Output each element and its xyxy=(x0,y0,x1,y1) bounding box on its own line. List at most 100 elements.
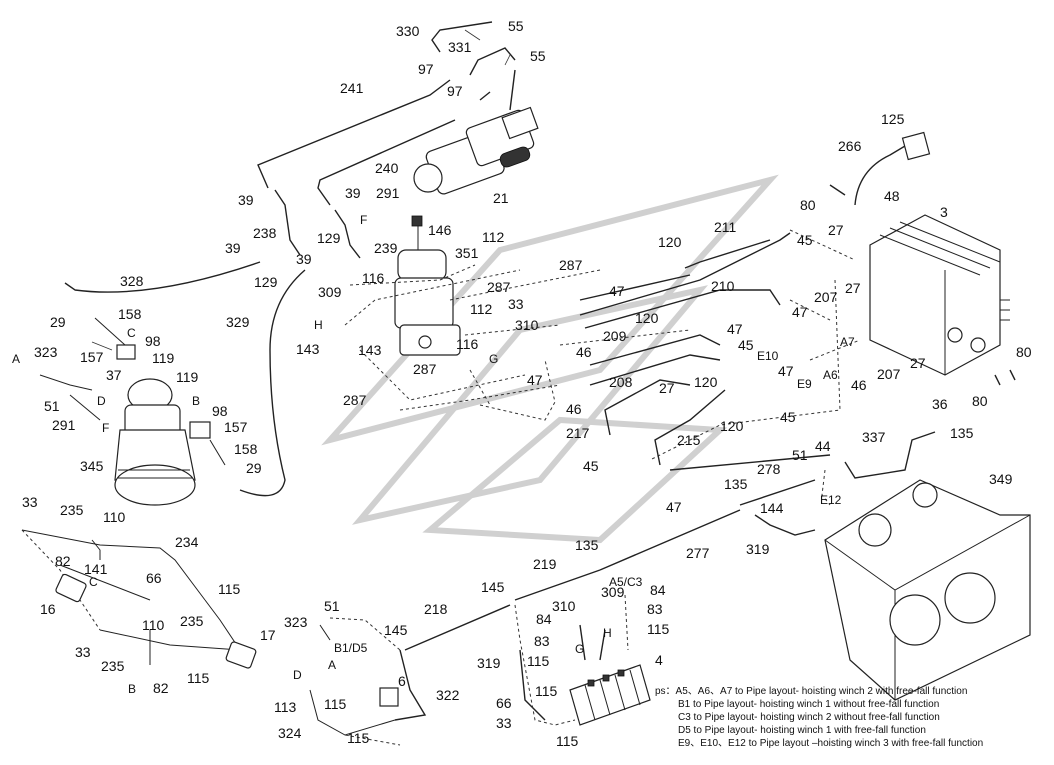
callout-125: 125 xyxy=(881,111,905,127)
callout-287: 287 xyxy=(343,392,367,408)
pipe-215 xyxy=(654,389,726,466)
port-G: G xyxy=(575,642,584,656)
callout-215: 215 xyxy=(677,432,701,448)
callout-120: 120 xyxy=(720,418,744,434)
port-B: B xyxy=(128,682,136,696)
port-H: H xyxy=(603,626,612,640)
callout-351: 351 xyxy=(455,245,479,261)
callout-33: 33 xyxy=(496,715,512,731)
callout-116: 116 xyxy=(362,270,385,286)
callout-323: 323 xyxy=(284,614,308,630)
control-valve-block-3 xyxy=(869,214,1010,376)
slewing-gearbox-345 xyxy=(114,378,196,506)
port-A: A xyxy=(328,658,336,672)
callout-66: 66 xyxy=(496,695,512,711)
callout-120: 120 xyxy=(694,374,718,390)
pipe-208 xyxy=(589,354,721,386)
callout-145: 145 xyxy=(481,579,505,595)
callout-33: 33 xyxy=(508,296,524,312)
callout-278: 278 xyxy=(757,461,781,477)
callout-209: 209 xyxy=(603,328,627,344)
note-line: D5 to Pipe layout- hoisting winch 1 with… xyxy=(678,725,926,736)
port-F: F xyxy=(360,213,367,227)
callout-110: 110 xyxy=(103,509,126,525)
callout-115: 115 xyxy=(347,730,370,746)
port-E10: E10 xyxy=(757,349,779,363)
callout-112: 112 xyxy=(470,301,493,317)
callout-291: 291 xyxy=(376,185,400,201)
valve-17 xyxy=(225,641,257,669)
port-C: C xyxy=(127,326,136,340)
pipe-337 xyxy=(844,431,936,479)
callout-97: 97 xyxy=(447,83,463,99)
callout-66: 66 xyxy=(146,570,162,586)
hydraulic-tank-349 xyxy=(824,479,1031,701)
callout-29: 29 xyxy=(50,314,66,330)
port-H: H xyxy=(314,318,323,332)
callout-83: 83 xyxy=(647,601,663,617)
port-F: F xyxy=(102,421,109,435)
callout-51: 51 xyxy=(324,598,340,614)
callout-98: 98 xyxy=(145,333,161,349)
callout-115: 115 xyxy=(647,621,670,637)
callout-158: 158 xyxy=(118,306,142,322)
callout-55: 55 xyxy=(530,48,546,64)
callout-47: 47 xyxy=(609,283,625,299)
callout-143: 143 xyxy=(358,342,382,358)
callout-16: 16 xyxy=(40,601,56,617)
callout-330: 330 xyxy=(396,23,420,39)
pipe-319-right xyxy=(754,514,816,536)
callout-82: 82 xyxy=(153,680,169,696)
callout-238: 238 xyxy=(253,225,277,241)
callout-80: 80 xyxy=(972,393,988,409)
callout-158: 158 xyxy=(234,441,258,457)
callout-39: 39 xyxy=(345,185,361,201)
pipe-266 xyxy=(854,139,916,206)
valve-6 xyxy=(379,687,399,707)
port-A7: A7 xyxy=(840,335,855,349)
callout-113: 113 xyxy=(274,699,297,715)
callout-219: 219 xyxy=(533,556,557,572)
callout-129: 129 xyxy=(254,274,278,290)
callout-47: 47 xyxy=(778,363,794,379)
callout-82: 82 xyxy=(55,553,71,569)
port-A: A xyxy=(12,352,20,366)
callout-241: 241 xyxy=(340,80,364,96)
callout-345: 345 xyxy=(80,458,104,474)
callout-329: 329 xyxy=(226,314,250,330)
pipe-219 xyxy=(514,569,601,601)
callout-208: 208 xyxy=(609,374,633,390)
note-line: C3 to Pipe layout- hoisting winch 2 with… xyxy=(678,712,940,723)
callout-310: 310 xyxy=(515,317,539,333)
callout-46: 46 xyxy=(576,344,592,360)
callout-235: 235 xyxy=(180,613,204,629)
pipe-217 xyxy=(604,379,691,436)
callout-51: 51 xyxy=(792,447,808,463)
callout-47: 47 xyxy=(727,321,743,337)
callout-80: 80 xyxy=(800,197,816,213)
pipe-278 xyxy=(739,479,816,506)
callout-291: 291 xyxy=(52,417,76,433)
callout-120: 120 xyxy=(658,234,682,250)
callout-115: 115 xyxy=(187,670,210,686)
callout-207: 207 xyxy=(814,289,838,305)
callout-labels: 330 55 331 55 97 97 241 240 21 39 39 291… xyxy=(12,18,1032,749)
callout-48: 48 xyxy=(884,188,900,204)
callout-27: 27 xyxy=(659,380,675,396)
port-E9: E9 xyxy=(797,377,812,391)
callout-83: 83 xyxy=(534,633,550,649)
port-A5-C3: A5/C3 xyxy=(609,575,643,589)
callout-211: 211 xyxy=(714,219,737,235)
winch-motor-351 xyxy=(394,215,461,356)
callout-112: 112 xyxy=(482,229,505,245)
callout-309: 309 xyxy=(318,284,342,300)
callout-80: 80 xyxy=(1016,344,1032,360)
callout-266: 266 xyxy=(838,138,862,154)
callout-29: 29 xyxy=(246,460,262,476)
pipe-330 xyxy=(431,21,493,53)
callout-47: 47 xyxy=(792,304,808,320)
callout-45: 45 xyxy=(583,458,599,474)
callout-240: 240 xyxy=(375,160,399,176)
callout-36: 36 xyxy=(932,396,948,412)
